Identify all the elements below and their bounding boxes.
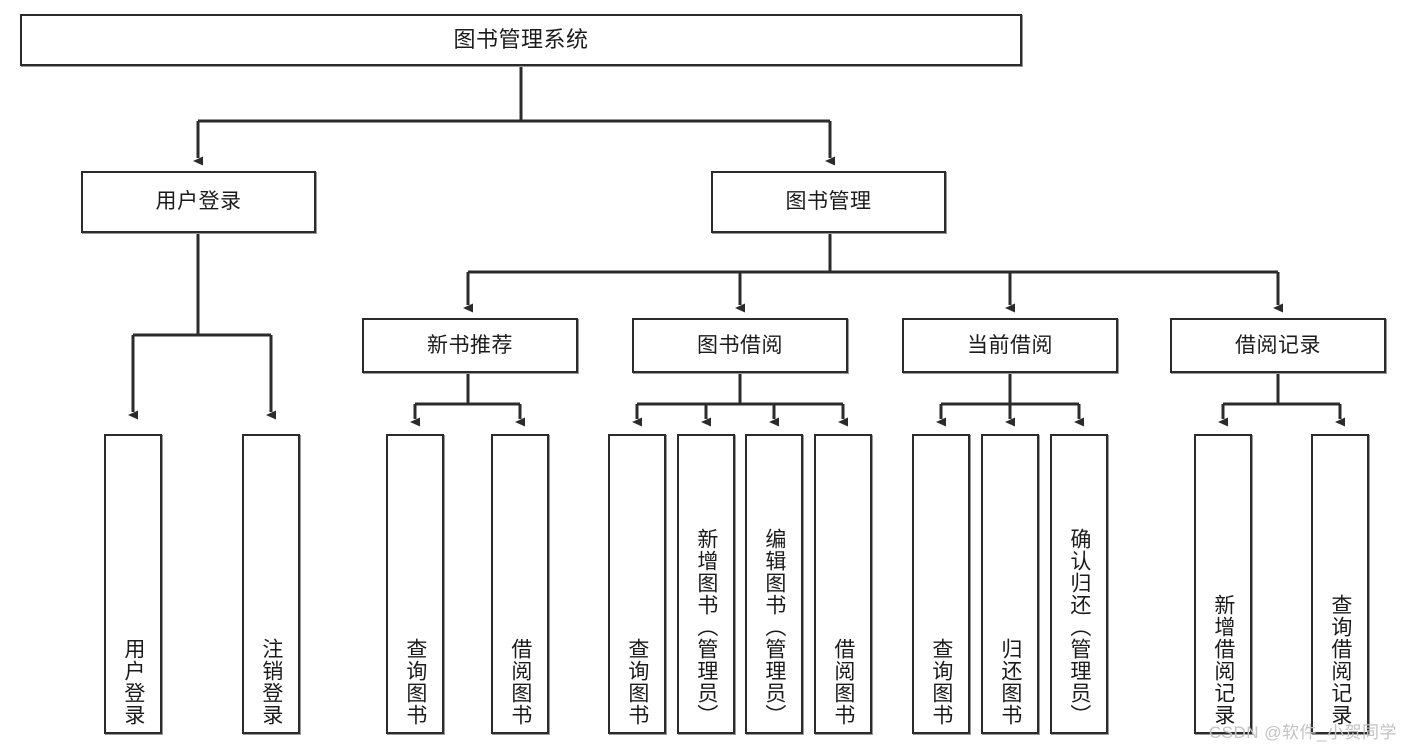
node-label: 注销登录 [259,638,283,726]
leaf-new-book-borrow[interactable]: 借阅图书 [491,434,549,734]
node-label: 当前借阅 [967,333,1053,357]
node-label: 借阅图书 [508,638,532,726]
leaf-book-borrow-add[interactable]: 新增图书（管理员） [677,434,735,734]
node-label: 用户登录 [121,638,145,726]
csdn-watermark: CSDN @软件_小贺同学 [1208,723,1397,742]
node-label: 新书推荐 [427,333,513,357]
leaf-current-borrow-return[interactable]: 归还图书 [981,434,1039,734]
node-root-book-management-system[interactable]: 图书管理系统 [20,14,1022,66]
node-current-borrowing[interactable]: 当前借阅 [902,318,1118,373]
node-label: 图书管理 [785,190,872,214]
node-label: 用户登录 [155,190,242,214]
node-label: 借阅记录 [1235,333,1321,357]
node-label: 新增借阅记录 [1211,594,1235,726]
node-label: 借阅图书 [831,638,855,726]
node-book-management[interactable]: 图书管理 [711,171,946,233]
leaf-new-book-query[interactable]: 查询图书 [386,434,444,734]
leaf-current-borrow-query[interactable]: 查询图书 [912,434,970,734]
leaf-book-borrow-edit[interactable]: 编辑图书（管理员） [745,434,803,734]
node-label: 编辑图书（管理员） [762,528,786,726]
node-label: 图书借阅 [697,333,783,357]
node-label: 查询图书 [929,638,953,726]
node-label: 查询图书 [625,638,649,726]
node-label: 新增图书（管理员） [694,528,718,726]
leaf-user-login-login[interactable]: 用户登录 [104,434,162,734]
node-label: 查询借阅记录 [1328,594,1352,726]
node-label: 查询图书 [403,638,427,726]
leaf-borrow-record-query[interactable]: 查询借阅记录 [1311,434,1369,734]
node-label: 归还图书 [998,638,1022,726]
node-borrowing-record[interactable]: 借阅记录 [1170,318,1386,373]
leaf-user-login-logout[interactable]: 注销登录 [242,434,300,734]
node-label: 确认归还（管理员） [1067,528,1091,726]
leaf-book-borrow-borrow[interactable]: 借阅图书 [814,434,872,734]
leaf-current-borrow-confirm-return[interactable]: 确认归还（管理员） [1050,434,1108,734]
node-book-borrowing[interactable]: 图书借阅 [632,318,848,373]
node-new-book-recommendation[interactable]: 新书推荐 [362,318,578,373]
leaf-book-borrow-query[interactable]: 查询图书 [608,434,666,734]
node-user-login[interactable]: 用户登录 [81,171,316,233]
node-label: 图书管理系统 [453,26,589,52]
leaf-borrow-record-add[interactable]: 新增借阅记录 [1194,434,1252,734]
